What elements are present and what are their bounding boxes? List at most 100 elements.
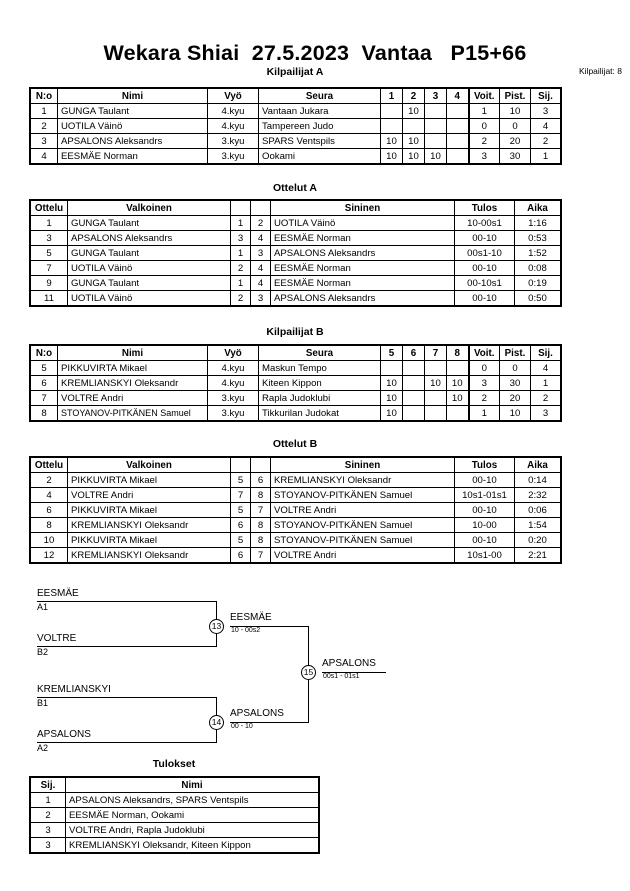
bracket-semi-top-score: 10 - 00s2 xyxy=(231,627,261,634)
cell-result: 00-10 xyxy=(454,230,515,246)
table-pool-b: N:o Nimi Vyö Seura 5 6 7 8 Voit. Pist. S… xyxy=(29,344,562,422)
cell-white-no: 6 xyxy=(230,547,251,563)
cell-points: 0 xyxy=(499,118,531,134)
cell-opp-7 xyxy=(424,405,447,421)
col-blue-no xyxy=(250,200,271,216)
cell-result: 00-10 xyxy=(454,502,515,518)
cell-name: EESMÄE Norman xyxy=(57,148,208,164)
cell-opp-5: 10 xyxy=(380,405,403,421)
cell-result: 00s1-10 xyxy=(454,245,515,261)
cell-belt: 4.kyu xyxy=(207,118,259,134)
col-rank: Sij. xyxy=(30,777,66,793)
cell-rank: 1 xyxy=(530,148,561,164)
cell-no: 3 xyxy=(30,133,58,149)
cell-time: 0:53 xyxy=(514,230,561,246)
col-result: Tulos xyxy=(454,457,515,473)
cell-points: 30 xyxy=(499,148,531,164)
cell-time: 0:50 xyxy=(514,290,561,306)
cell-opp-5: 10 xyxy=(380,375,403,391)
cell-result: 10-00 xyxy=(454,517,515,533)
caption-results: Tulokset xyxy=(152,758,196,770)
cell-result: 00-10 xyxy=(454,472,515,488)
cell-white: UOTILA Väinö xyxy=(67,290,231,306)
cell-rank: 3 xyxy=(530,405,561,421)
cell-blue-no: 7 xyxy=(250,502,271,518)
cell-blue-no: 2 xyxy=(250,215,271,231)
cell-white: VOLTRE Andri xyxy=(67,487,231,503)
col-opp-2: 2 xyxy=(402,88,425,104)
cell-no: 5 xyxy=(30,360,58,376)
table-row: 7 UOTILA Väinö 2 4 EESMÄE Norman 00-10 0… xyxy=(30,260,561,276)
cell-match-no: 12 xyxy=(30,547,68,563)
table-row: 3 APSALONS Aleksandrs 3 4 EESMÄE Norman … xyxy=(30,230,561,246)
cell-belt: 3.kyu xyxy=(207,148,259,164)
col-blue-no xyxy=(250,457,271,473)
cell-points: 20 xyxy=(499,133,531,149)
cell-opp-7 xyxy=(424,360,447,376)
cell-time: 1:54 xyxy=(514,517,561,533)
cell-white-no: 2 xyxy=(230,260,251,276)
cell-belt: 4.kyu xyxy=(207,103,259,119)
page-title: Wekara Shiai 27.5.2023 Vantaa P15+66 xyxy=(103,41,527,65)
cell-blue: EESMÄE Norman xyxy=(270,260,455,276)
cell-opp-8: 10 xyxy=(446,375,469,391)
cell-name: STOYANOV-PITKÄNEN Samuel xyxy=(57,405,208,421)
col-belt: Vyö xyxy=(207,345,259,361)
cell-white-no: 1 xyxy=(230,275,251,291)
cell-blue-no: 4 xyxy=(250,230,271,246)
cell-match-no: 2 xyxy=(30,472,68,488)
cell-result: 10s1-01s1 xyxy=(454,487,515,503)
cell-name: KREMLIANSKYI Oleksandr, Kiteen Kippon xyxy=(65,837,319,853)
cell-blue: EESMÄE Norman xyxy=(270,230,455,246)
cell-blue: APSALONS Aleksandrs xyxy=(270,245,455,261)
col-result: Tulos xyxy=(454,200,515,216)
cell-result: 00-10s1 xyxy=(454,275,515,291)
bracket-match-node-13: 13 xyxy=(209,619,224,634)
cell-name: APSALONS Aleksandrs xyxy=(57,133,208,149)
cell-no: 8 xyxy=(30,405,58,421)
cell-opp-4 xyxy=(446,103,469,119)
cell-blue: EESMÄE Norman xyxy=(270,275,455,291)
cell-points: 30 xyxy=(499,375,531,391)
cell-rank: 4 xyxy=(530,118,561,134)
cell-club: SPARS Ventspils xyxy=(258,133,381,149)
elimination-bracket: EESMÄE A1 VOLTRE B2 13 EESMÄE 10 - 00s2 … xyxy=(0,580,630,755)
col-match-no: Ottelu xyxy=(30,457,68,473)
cell-result: 00-10 xyxy=(454,532,515,548)
cell-blue: STOYANOV-PITKÄNEN Samuel xyxy=(270,487,455,503)
bracket-entry-name: KREMLIANSKYI xyxy=(37,684,111,695)
cell-opp-8 xyxy=(446,360,469,376)
cell-match-no: 8 xyxy=(30,517,68,533)
cell-points: 10 xyxy=(499,103,531,119)
cell-opp-8 xyxy=(446,405,469,421)
cell-wins: 3 xyxy=(467,375,500,391)
bracket-match-node-15: 15 xyxy=(301,665,316,680)
cell-no: 2 xyxy=(30,118,58,134)
cell-opp-8: 10 xyxy=(446,390,469,406)
cell-name: EESMÄE Norman, Ookami xyxy=(65,807,319,823)
col-opp-4: 4 xyxy=(446,88,469,104)
bracket-line-final xyxy=(322,672,386,673)
cell-club: Tampereen Judo xyxy=(258,118,381,134)
cell-opp-6 xyxy=(402,405,425,421)
cell-opp-2: 10 xyxy=(402,103,425,119)
bracket-semi-bottom-winner: APSALONS xyxy=(230,708,284,719)
table-row: 7 VOLTRE Andri 3.kyu Rapla Judoklubi 10 … xyxy=(30,390,561,406)
table-row: 8 KREMLIANSKYI Oleksandr 6 8 STOYANOV-PI… xyxy=(30,517,561,533)
table-row: 5 PIKKUVIRTA Mikael 4.kyu Maskun Tempo 0… xyxy=(30,360,561,376)
col-wins: Voit. xyxy=(467,88,500,104)
cell-blue-no: 4 xyxy=(250,275,271,291)
col-points: Pist. xyxy=(499,345,531,361)
cell-rank: 2 xyxy=(530,133,561,149)
cell-white-no: 5 xyxy=(230,472,251,488)
bracket-entry-seed: A2 xyxy=(37,743,49,753)
bracket-match-node-14: 14 xyxy=(209,715,224,730)
cell-blue-no: 3 xyxy=(250,245,271,261)
cell-no: 1 xyxy=(30,103,58,119)
cell-no: 6 xyxy=(30,375,58,391)
bracket-entry-name: APSALONS xyxy=(37,729,91,740)
cell-blue: VOLTRE Andri xyxy=(270,547,455,563)
cell-wins: 0 xyxy=(467,118,500,134)
cell-white-no: 1 xyxy=(230,245,251,261)
cell-belt: 3.kyu xyxy=(207,405,259,421)
